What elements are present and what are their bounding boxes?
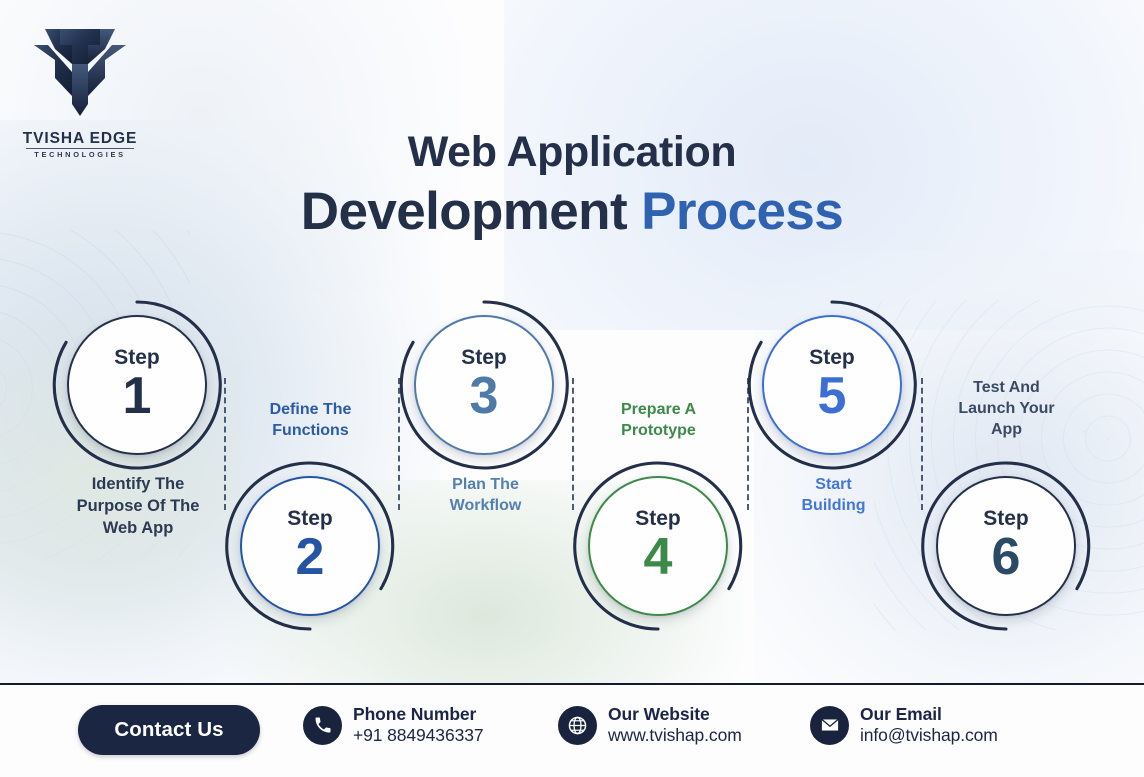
step-outer-arc-4 — [568, 456, 748, 636]
step-ring-5 — [762, 315, 902, 455]
connector-1-2 — [224, 378, 226, 510]
connector-3-4 — [572, 378, 574, 510]
step-ring-1 — [67, 315, 207, 455]
connector-2-3 — [398, 378, 400, 510]
step-number-3: 3 — [469, 366, 499, 425]
brand-logo: TVISHA EDGE TECHNOLOGIES — [14, 18, 146, 159]
step-word-4: Step — [635, 506, 681, 530]
step-label-2: Define The Functions — [269, 401, 352, 440]
step-word-2: Step — [287, 506, 333, 530]
brand-divider — [26, 148, 134, 149]
step-node-4[interactable]: Step 4 — [573, 461, 743, 631]
step-node-5[interactable]: Step 5 — [747, 300, 917, 470]
step-text-2: Step 2 — [240, 476, 380, 616]
footer-phone-text: Phone Number +91 8849436337 — [353, 704, 484, 747]
footer-phone-value: +91 8849436337 — [353, 725, 484, 746]
step-number-5: 5 — [817, 366, 847, 425]
step-ring-3 — [414, 315, 554, 455]
step-text-6: Step 6 — [936, 476, 1076, 616]
step-node-1[interactable]: Step 1 — [52, 300, 222, 470]
step-number-6: 6 — [991, 527, 1021, 586]
footer-email-value: info@tvishap.com — [860, 725, 998, 746]
footer-website-text: Our Website www.tvishap.com — [608, 704, 742, 747]
step-outer-arc-2 — [220, 456, 400, 636]
footer-email-text: Our Email info@tvishap.com — [860, 704, 998, 747]
step-word-5: Step — [809, 345, 855, 369]
title-line-2: Development Process — [0, 181, 1144, 244]
page-title: Web Application Development Process — [0, 128, 1144, 244]
step-label-1: Identify The Purpose Of The Web App — [76, 475, 200, 537]
phone-icon — [303, 705, 342, 745]
step-ring-6 — [936, 476, 1076, 616]
footer-website-value: www.tvishap.com — [608, 725, 742, 746]
contact-us-button[interactable]: Contact Us — [78, 705, 260, 755]
step-label-5: Start Building — [801, 476, 866, 515]
brand-subtitle: TECHNOLOGIES — [34, 150, 126, 159]
brand-name: TVISHA EDGE — [22, 130, 138, 147]
step-ring-2 — [240, 476, 380, 616]
title-word-development: Development — [300, 182, 642, 242]
step-node-6[interactable]: Step 6 — [921, 461, 1091, 631]
footer-phone-title: Phone Number — [353, 704, 477, 724]
step-word-6: Step — [983, 506, 1029, 530]
step-text-4: Step 4 — [588, 476, 728, 616]
step-outer-arc-3 — [394, 295, 574, 475]
footer-email-title: Our Email — [860, 704, 942, 724]
step-outer-arc-5 — [742, 295, 922, 475]
footer-phone[interactable]: Phone Number +91 8849436337 — [303, 704, 484, 747]
footer-website-title: Our Website — [608, 704, 710, 724]
step-text-1: Step 1 — [67, 315, 207, 455]
tvisha-edge-logo-icon — [34, 29, 126, 116]
step-number-1: 1 — [122, 366, 152, 425]
footer-email[interactable]: Our Email info@tvishap.com — [810, 704, 998, 747]
step-node-2[interactable]: Step 2 — [225, 461, 395, 631]
step-label-4: Prepare A Prototype — [621, 401, 696, 440]
title-line-1: Web Application — [407, 128, 737, 176]
step-outer-arc-6 — [916, 456, 1096, 636]
title-word-process: Process — [641, 182, 844, 242]
step-word-1: Step — [114, 345, 160, 369]
connector-5-6 — [921, 378, 923, 510]
step-number-4: 4 — [643, 527, 673, 586]
connector-4-5 — [747, 378, 749, 510]
globe-icon — [558, 705, 597, 745]
step-number-2: 2 — [295, 527, 325, 586]
step-label-6: Test And Launch Your App — [958, 379, 1055, 439]
step-word-3: Step — [461, 345, 507, 369]
step-outer-arc-1 — [47, 295, 227, 475]
step-text-3: Step 3 — [414, 315, 554, 455]
step-label-3: Plan The Workflow — [449, 476, 522, 515]
email-icon — [810, 705, 849, 745]
step-ring-4 — [588, 476, 728, 616]
step-node-3[interactable]: Step 3 — [399, 300, 569, 470]
footer-website[interactable]: Our Website www.tvishap.com — [558, 704, 742, 747]
step-text-5: Step 5 — [762, 315, 902, 455]
